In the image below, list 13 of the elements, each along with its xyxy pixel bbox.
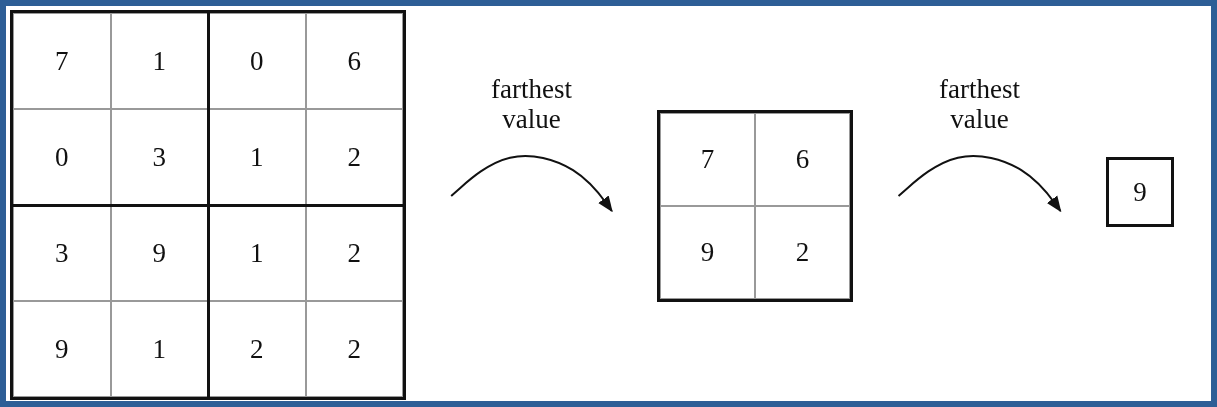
matrix-cell: 7 — [13, 13, 111, 109]
matrix-cell: 9 — [1106, 157, 1174, 227]
matrix-cell: 9 — [660, 206, 755, 299]
matrix-grid — [10, 10, 406, 400]
matrix-cell: 2 — [305, 301, 403, 397]
matrix-cell: 9 — [13, 301, 111, 397]
curved-arrow — [897, 155, 1062, 213]
matrix-cell: 2 — [755, 206, 850, 299]
matrix-cell: 6 — [305, 13, 403, 109]
curved-arrow — [450, 155, 613, 213]
matrix-cell: 7 — [660, 113, 755, 206]
matrix-grid — [657, 110, 853, 302]
matrix-cell: 6 — [755, 113, 850, 206]
